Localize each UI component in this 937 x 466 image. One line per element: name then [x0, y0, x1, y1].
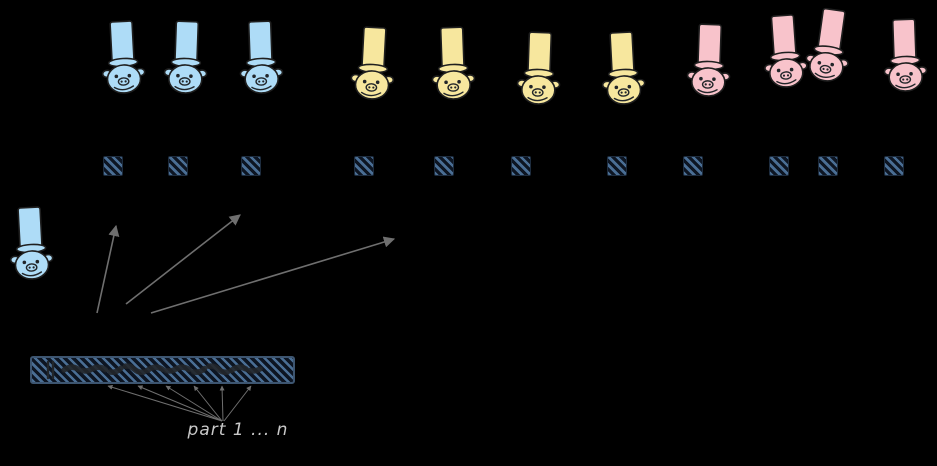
yellow-actor-icon	[516, 31, 561, 105]
actor-figure-yellow	[516, 31, 562, 111]
actor-figure-blue	[100, 20, 146, 100]
pink-actor-icon	[686, 23, 731, 97]
pink-actor-icon	[764, 14, 808, 88]
hatched-slot	[168, 156, 188, 176]
left-actor	[8, 206, 54, 286]
blue-actor-icon	[239, 20, 284, 94]
actor-figure-pink	[762, 14, 808, 94]
hatched-slot	[769, 156, 789, 176]
hatched-slot	[884, 156, 904, 176]
yellow-actor-icon	[431, 26, 476, 100]
actor-figure-yellow	[430, 26, 476, 106]
hatched-slot	[607, 156, 627, 176]
actor-figure-blue	[163, 20, 209, 100]
hatched-slot	[103, 156, 123, 176]
actor-figure-yellow	[350, 26, 396, 106]
pink-actor-icon	[805, 7, 849, 82]
blue-actor-icon	[163, 20, 208, 94]
blue-actor-icon	[101, 20, 146, 94]
partition-bar	[30, 356, 295, 384]
hatched-slot	[683, 156, 703, 176]
actor-figure-yellow	[600, 31, 646, 111]
hatched-slot	[241, 156, 261, 176]
parts-label: part 1 ... n	[187, 420, 289, 440]
pointer-arrows	[96, 214, 396, 314]
hatched-slot	[818, 156, 838, 176]
hatched-slot	[511, 156, 531, 176]
hatched-slot	[354, 156, 374, 176]
actor-figure-pink	[805, 7, 852, 88]
blue-actor-icon	[9, 206, 54, 280]
actor-figure-pink	[686, 23, 732, 103]
fan-lines	[107, 384, 252, 422]
pink-actor-icon	[883, 18, 928, 92]
bar-scribble	[46, 360, 263, 380]
yellow-actor-icon	[601, 31, 646, 105]
yellow-actor-icon	[350, 26, 395, 100]
hatched-slot	[434, 156, 454, 176]
actor-figure-blue	[238, 20, 284, 100]
actor-figure-pink	[882, 18, 928, 98]
